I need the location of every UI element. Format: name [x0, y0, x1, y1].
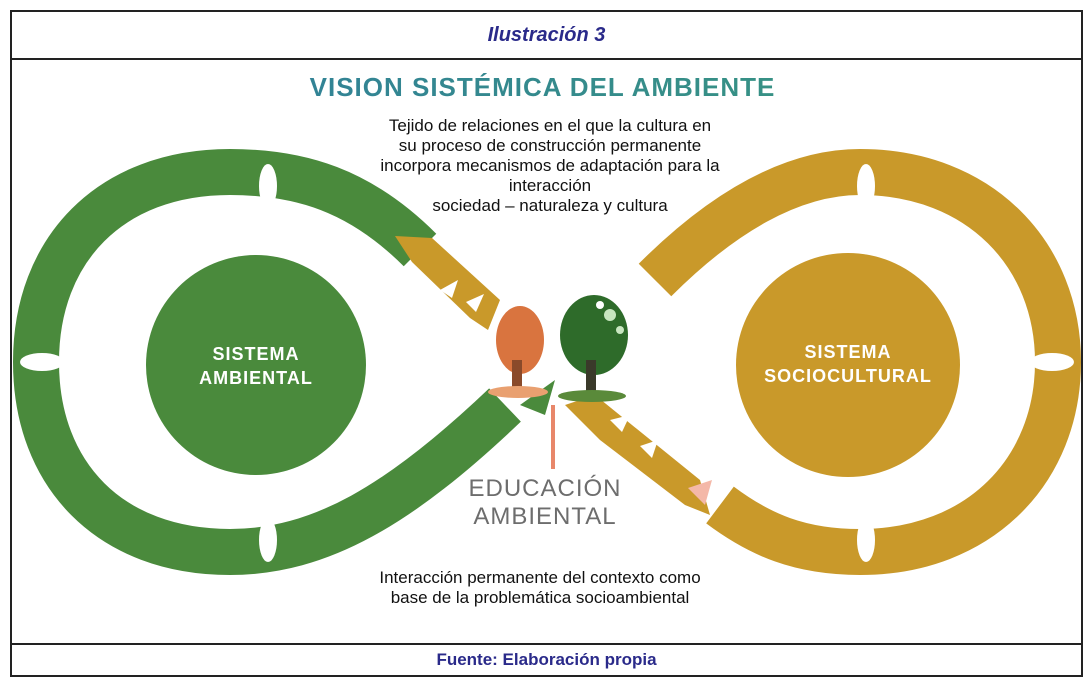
educacion-ambiental-label: EDUCACIÓN AMBIENTAL	[455, 475, 635, 531]
source-text: Fuente: Elaboración propia	[436, 650, 657, 669]
sistema-ambiental-label: SISTEMA AMBIENTAL	[176, 342, 336, 390]
edu-label-line: EDUCACIÓN	[468, 475, 622, 502]
orange-head-tree-icon	[488, 306, 548, 398]
circle-label-line: AMBIENTAL	[199, 368, 313, 388]
circle-label-line: SISTEMA	[212, 344, 300, 364]
arrow-triangle	[640, 440, 658, 458]
edu-label-line: AMBIENTAL	[473, 503, 617, 530]
arrow-triangle	[440, 280, 458, 298]
arrow-triangle	[610, 415, 630, 432]
sistema-sociocultural-label: SISTEMA SOCIOCULTURAL	[758, 340, 938, 388]
ring-notch	[1030, 353, 1074, 371]
gold-arrow-upper	[395, 236, 500, 330]
sistema-sociocultural-circle	[736, 253, 960, 477]
ring-notch	[259, 518, 277, 562]
bottom-description-line: base de la problemática socioambiental	[390, 588, 690, 607]
gold-arrow-lower	[565, 395, 710, 515]
green-arrow-head	[520, 380, 555, 415]
ring-notch	[857, 164, 875, 208]
diagram-title: VISION SISTÉMICA DEL AMBIENTE	[0, 72, 1085, 103]
top-description: Tejido de relaciones en el que la cultur…	[340, 116, 760, 216]
circle-label-line: SOCIOCULTURAL	[764, 366, 932, 386]
top-description-line: incorpora mecanismos de adaptación para …	[380, 156, 720, 175]
ring-notch	[857, 518, 875, 562]
arrow-triangle	[466, 294, 484, 312]
figure-frame: Ilustración 3 Fuente: Elaboración propia	[10, 10, 1083, 677]
green-head-tree-icon	[558, 295, 628, 402]
source-bar: Fuente: Elaboración propia	[12, 643, 1081, 675]
ring-notch	[259, 164, 277, 208]
top-description-line: sociedad – naturaleza y cultura	[432, 196, 668, 215]
figure-caption-bar: Ilustración 3	[12, 12, 1081, 60]
figure-caption: Ilustración 3	[487, 23, 606, 46]
sistema-ambiental-circle	[146, 255, 366, 475]
bottom-description: Interacción permanente del contexto como…	[330, 568, 750, 608]
bottom-description-line: Interacción permanente del contexto como	[379, 568, 701, 587]
top-description-line: interacción	[508, 176, 592, 195]
arrow-triangle-accent	[688, 480, 712, 505]
connector-line	[551, 405, 555, 469]
ring-notch	[20, 353, 64, 371]
top-description-line: su proceso de construcción permanente	[398, 136, 702, 155]
circle-label-line: SISTEMA	[804, 342, 892, 362]
top-description-line: Tejido de relaciones en el que la cultur…	[388, 116, 712, 135]
